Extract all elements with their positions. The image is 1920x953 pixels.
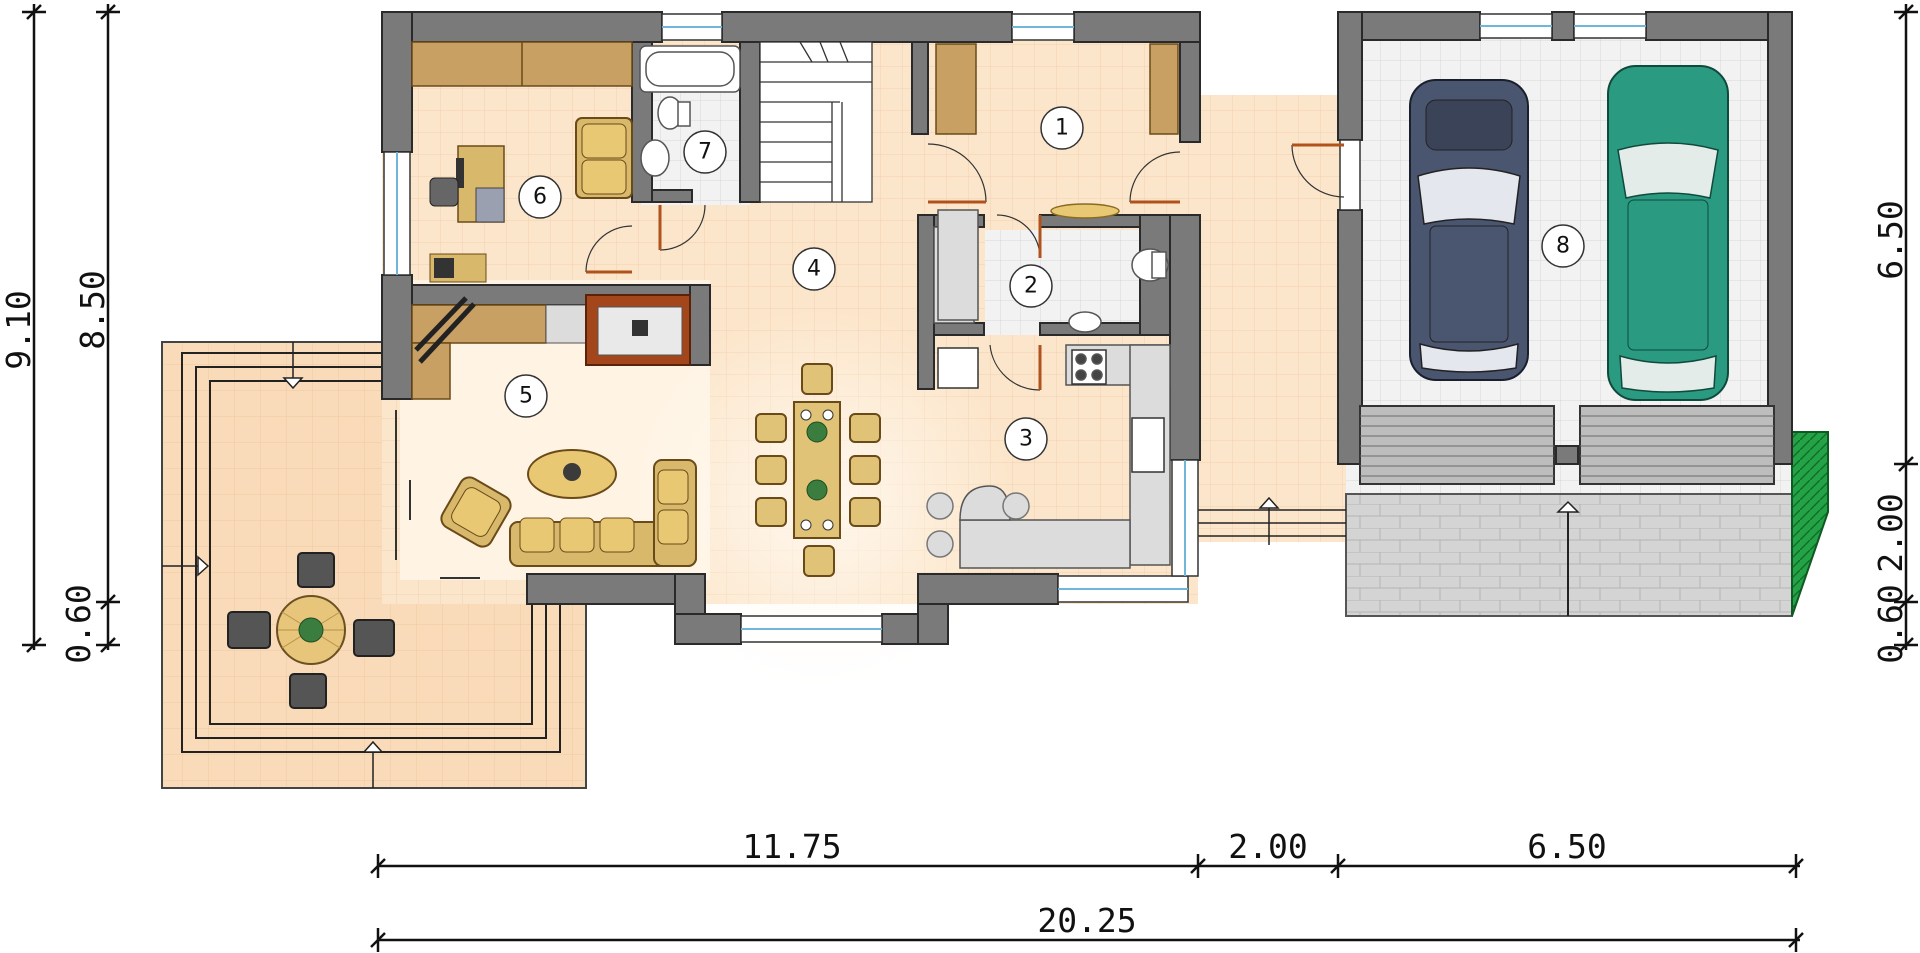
dim-right-small: 0.60: [1871, 584, 1910, 663]
dim-left-main: 8.50: [73, 270, 112, 349]
room-circle-2: [1009, 264, 1053, 308]
room-number-1: 1: [1055, 116, 1069, 141]
room-circle-4: [792, 247, 836, 291]
car-green: [1607, 65, 1729, 401]
hall-wardrobes: [935, 43, 1179, 321]
room-number-7: 7: [698, 140, 712, 165]
room-circle-8: [1541, 224, 1585, 268]
dim-bottom-total: 20.25: [1037, 901, 1136, 940]
room-circle-6: [518, 175, 562, 219]
dim-left-small: 0.60: [59, 584, 98, 663]
room-number-6: 6: [533, 185, 547, 210]
room-circle-7: [683, 130, 727, 174]
terrace-table-set: [227, 552, 395, 709]
dim-bottom-segment-3: 6.50: [1527, 827, 1606, 866]
bathroom-fixtures: [639, 45, 741, 177]
right-dimensions: [1894, 4, 1918, 653]
dim-bottom-segment-1: 11.75: [742, 827, 841, 866]
dining-set: [755, 363, 881, 577]
walls: [381, 11, 1793, 645]
room-circle-3: [1004, 417, 1048, 461]
room-circle-5: [504, 374, 548, 418]
bottom-dimensions: [370, 854, 1804, 952]
room-number-8: 8: [1556, 234, 1570, 259]
staircase: [759, 41, 873, 203]
dim-right-garage: 6.50: [1871, 200, 1910, 279]
car-dark: [1409, 79, 1529, 381]
living-cabinets: [411, 294, 691, 400]
dim-bottom-segment-2: 2.00: [1228, 827, 1307, 866]
room-number-4: 4: [807, 257, 821, 282]
room-number-5: 5: [519, 384, 533, 409]
kitchen-units: [926, 344, 1171, 569]
room-number-3: 3: [1019, 427, 1033, 452]
windows: [383, 13, 1647, 643]
room-number-2: 2: [1024, 274, 1038, 299]
left-dimensions: [22, 4, 120, 653]
door-leaves: [586, 143, 1344, 390]
garage-doors: [1359, 405, 1775, 485]
room-numbers: 1 2 3 4 5 6 7 8: [519, 116, 1570, 452]
dim-right-apron: 2.00: [1871, 493, 1910, 572]
dim-left-outer: 9.10: [0, 290, 38, 369]
room-labels: [504, 106, 1585, 461]
room-circle-1: [1040, 106, 1084, 150]
study-furniture: [411, 41, 633, 283]
living-sofa-set: [395, 410, 697, 579]
